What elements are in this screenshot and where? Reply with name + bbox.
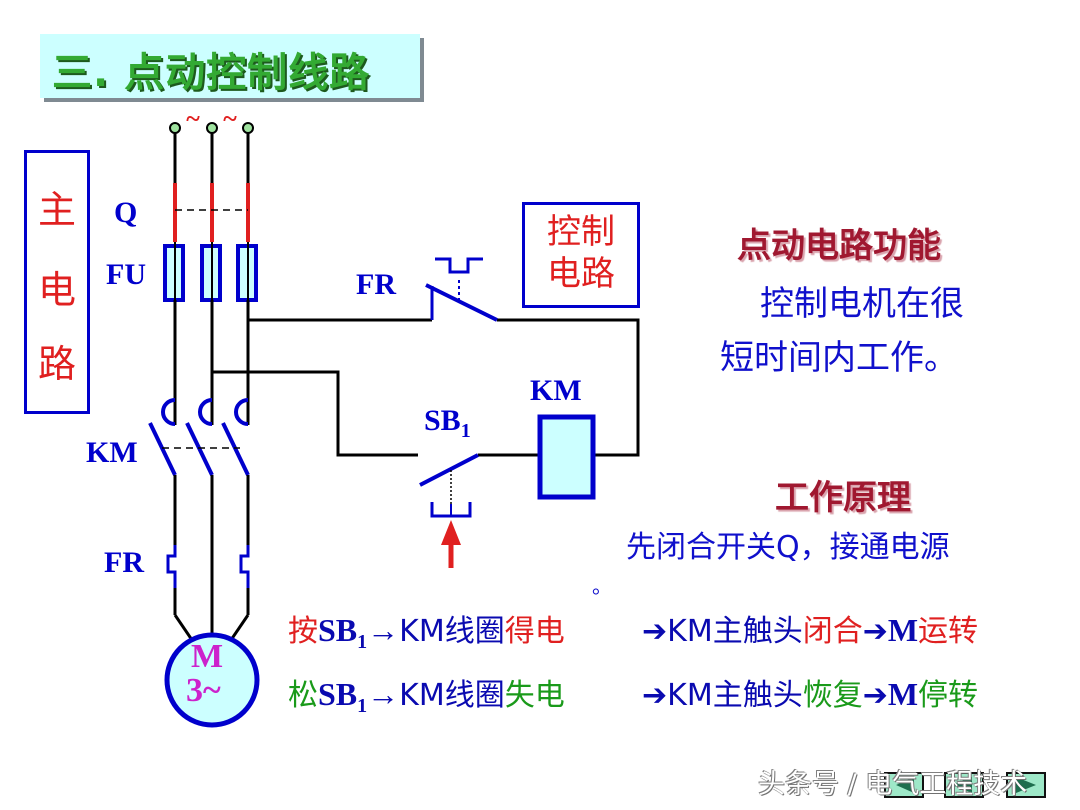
release-coil-state: 失电: [504, 678, 565, 713]
title-banner: 三. 点动控制线路: [40, 34, 420, 98]
principle-line-1-tail: 。: [592, 574, 612, 598]
label-fr-contact: FR: [356, 268, 396, 301]
release-motor: M: [887, 676, 919, 712]
watermark: 头条号 / 电气工程技术: [758, 769, 1028, 800]
press-motor: M: [887, 612, 919, 648]
press-motor-state: 运转: [918, 614, 979, 649]
press-arrow-icon: [441, 520, 461, 568]
press-arrow-1: →: [367, 612, 400, 648]
contactor-km-main-contacts: [148, 398, 250, 476]
control-circuit-line-2: 电路: [547, 254, 615, 294]
release-motor-state: 停转: [918, 678, 979, 713]
page-title: 三. 点动控制线路: [52, 50, 371, 96]
release-sb: SB: [318, 676, 358, 712]
sequence-press-result: ➔KM主触头闭合➔M运转: [642, 606, 978, 650]
label-sb: SB: [424, 404, 461, 437]
release-contact-state: 恢复: [802, 678, 863, 713]
coil-km-symbol: [537, 414, 596, 500]
next-triangle-icon: [1016, 777, 1036, 793]
control-circuit-line-1: 控制: [547, 212, 615, 252]
press-sb-subscript: 1: [357, 631, 368, 653]
press-contact-state: 闭合: [802, 614, 863, 649]
label-km-coil: KM: [530, 374, 582, 407]
press-arrow-2: ➔: [642, 614, 668, 649]
label-km-main: KM: [86, 436, 138, 469]
function-line-1: 控制电机在很: [760, 284, 964, 324]
terminal-l1: [169, 122, 181, 134]
release-verb: 松: [288, 678, 318, 713]
pushbutton-sb1-symbol: [419, 453, 479, 518]
press-km-main: KM主触头: [667, 614, 803, 649]
previous-triangle-icon: [896, 777, 914, 793]
function-line-2: 短时间内工作。: [720, 338, 958, 378]
press-sb: SB: [318, 612, 358, 648]
sequence-press: 按SB1→KM线圈得电: [288, 606, 565, 654]
release-arrow-2: ➔: [642, 678, 668, 713]
thermal-relay-fr-nc-contact: [425, 257, 498, 322]
supply-terminals: [169, 122, 254, 185]
control-wiring: [212, 318, 640, 457]
label-q: Q: [114, 196, 138, 229]
release-km-coil: KM线圈: [399, 678, 505, 713]
label-sb1: SB1: [424, 404, 471, 443]
supply-symbol-2: ~: [223, 104, 237, 133]
sequence-release: 松SB1→KM线圈失电: [288, 670, 565, 718]
label-sb-subscript: 1: [460, 420, 471, 442]
main-circuit-char-3: 路: [37, 342, 76, 386]
nav-next-button[interactable]: [1006, 772, 1046, 798]
press-arrow-3: ➔: [862, 614, 888, 649]
release-km-main: KM主触头: [667, 678, 803, 713]
back-triangle-icon: [952, 777, 972, 793]
fuse-fu-symbol: [163, 242, 258, 304]
press-verb: 按: [288, 614, 318, 649]
label-fu: FU: [106, 258, 146, 291]
sequence-release-result: ➔KM主触头恢复➔M停转: [642, 670, 978, 714]
press-km-coil: KM线圈: [399, 614, 505, 649]
nav-back-button[interactable]: [944, 772, 984, 798]
motor-label-phase: 3~: [186, 672, 221, 709]
press-coil-state: 得电: [504, 614, 565, 649]
main-circuit-label-box: 主 电 路: [24, 150, 90, 414]
thermal-relay-fr-elements: [166, 545, 250, 641]
motor-label-m: M: [191, 638, 224, 675]
motor-symbol: [164, 632, 260, 728]
principle-heading: 工作原理: [775, 478, 911, 518]
supply-symbol-1: ~: [186, 104, 200, 133]
control-circuit-label-box: 控制 电路: [522, 202, 640, 308]
release-sb-subscript: 1: [357, 695, 368, 717]
switch-q-symbol: [173, 183, 250, 242]
main-wires-lower: [173, 475, 250, 640]
principle-line-1: 先闭合开关Q，接通电源: [626, 530, 950, 565]
nav-previous-button[interactable]: [884, 772, 924, 798]
release-arrow-1: →: [367, 676, 400, 712]
main-circuit-char-1: 主: [37, 188, 76, 232]
function-heading: 点动电路功能: [737, 226, 941, 266]
label-fr-main: FR: [104, 546, 144, 579]
terminal-l2: [206, 122, 218, 134]
terminal-l3: [242, 122, 254, 134]
release-arrow-3: ➔: [862, 678, 888, 713]
main-circuit-char-2: 电: [37, 268, 76, 312]
